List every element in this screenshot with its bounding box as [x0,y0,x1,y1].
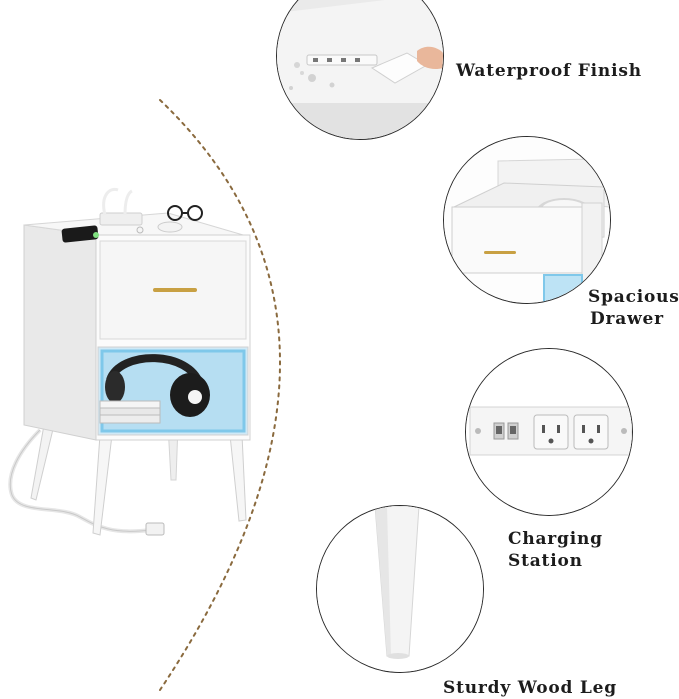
charging-station-detail-image [465,348,633,516]
spacious-drawer-label: Spacious Drawer [588,286,679,330]
waterproof-finish-label: Waterproof Finish [456,61,642,81]
waterproof-detail-image [276,0,444,140]
nightstand-product-image [8,187,251,536]
drawer-detail-image [443,136,611,304]
spacious-drawer-label-line1: Spacious [588,287,679,307]
charging-station-label: Charging Station [508,529,603,571]
wood-leg-detail-image [316,505,484,673]
spacious-drawer-label-line2: Drawer [590,309,664,329]
sturdy-wood-leg-label: Sturdy Wood Leg [443,678,617,698]
